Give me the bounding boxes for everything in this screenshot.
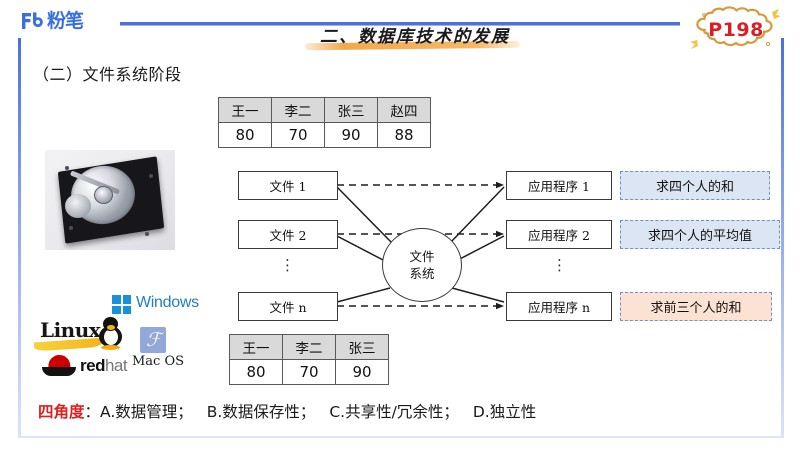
linux-label: Linux: [40, 318, 101, 342]
tux-penguin-icon: [98, 317, 124, 350]
file-system-label-line1: 文件: [409, 249, 435, 264]
table-row: 王一 李二 张三 赵四: [218, 97, 431, 123]
app-ellipsis: ⋮: [552, 256, 567, 274]
app-box-2[interactable]: 应用程序 2: [506, 220, 612, 249]
table-row: 80 70 90 88: [218, 122, 431, 148]
footer-item-d: D.独立性: [472, 403, 537, 421]
brand-logo-text: 粉笔: [47, 10, 84, 32]
os-logos-group: Windows Linux ℱ Mac OS redhat: [24, 292, 224, 392]
redhat-label: redhat: [80, 356, 128, 376]
app-box-n[interactable]: 应用程序 n: [506, 292, 612, 321]
table-header-cell: 赵四: [377, 97, 431, 123]
table-header-cell: 王一: [229, 334, 283, 360]
grades-table-bottom: 王一 李二 张三 80 70 90: [229, 334, 389, 385]
windows-icon: [112, 295, 131, 314]
footer-colon: ：: [84, 403, 101, 421]
diagram-connector-lines: [336, 181, 505, 310]
windows-label: Windows: [136, 294, 199, 311]
page-title: 二、数据库技术的发展: [320, 27, 510, 47]
header-divider: [120, 22, 680, 25]
table-row: 80 70 90: [229, 359, 389, 385]
file-ellipsis: ⋮: [280, 256, 295, 274]
redhat-label-light: hat: [104, 356, 128, 375]
footer-item-a: A.数据管理；: [100, 403, 193, 421]
redhat-label-bold: red: [80, 356, 105, 375]
footer-item-b: B.数据保存性；: [206, 403, 316, 421]
table-value-cell: 90: [324, 122, 378, 148]
hard-disk-drive-image: [45, 150, 175, 250]
frame-accent-right: [781, 38, 784, 438]
macos-label: Mac OS: [132, 354, 185, 369]
table-header-cell: 张三: [324, 97, 378, 123]
table-value-cell: 80: [218, 122, 272, 148]
footer-summary: 四角度：A.数据管理； B.数据保存性； C.共享性/冗余性； D.独立性: [38, 400, 536, 422]
file-box-2[interactable]: 文件 2: [238, 220, 338, 249]
table-header-cell: 张三: [335, 334, 389, 360]
section-heading: （二）文件系统阶段: [33, 65, 182, 84]
table-header-cell: 李二: [271, 97, 325, 123]
table-header-cell: 王一: [218, 97, 272, 123]
macos-finder-icon: ℱ: [140, 327, 166, 353]
grades-table-top: 王一 李二 张三 赵四 80 70 90 88: [218, 97, 431, 148]
page-number-text: P198: [708, 19, 764, 41]
file-system-label-line2: 系统: [409, 266, 435, 281]
annotation-note-sum-four: 求四个人的和: [620, 171, 770, 200]
table-value-cell: 90: [335, 359, 389, 385]
file-system-node[interactable]: 文件 系统: [382, 228, 462, 302]
annotation-note-average-four: 求四个人的平均值: [620, 220, 780, 249]
app-box-1[interactable]: 应用程序 1: [506, 171, 612, 200]
footer-label: 四角度: [38, 403, 85, 421]
header-divider-shadow: [120, 25, 680, 26]
redhat-icon: [42, 353, 76, 376]
table-value-cell: 70: [282, 359, 336, 385]
footer-item-c: C.共享性/冗余性；: [329, 403, 459, 421]
file-box-1[interactable]: 文件 1: [238, 171, 338, 200]
table-value-cell: 70: [271, 122, 325, 148]
table-row: 王一 李二 张三: [229, 334, 389, 360]
file-system-diagram: 文件 1 文件 2 文件 n ⋮ 文件 系统 应用程序 1 应用程序 2 应用程…: [230, 160, 650, 325]
frame-accent-left: [18, 38, 21, 438]
fb-logo-icon: [20, 10, 44, 32]
frame-accent-bottom: [18, 436, 783, 438]
annotation-note-sum-first-three: 求前三个人的和: [620, 292, 772, 321]
table-value-cell: 88: [377, 122, 431, 148]
brand-logo: 粉笔: [20, 10, 84, 32]
table-value-cell: 80: [229, 359, 283, 385]
file-box-n[interactable]: 文件 n: [238, 292, 338, 321]
page-number-badge: P198: [688, 6, 784, 54]
table-header-cell: 李二: [282, 334, 336, 360]
